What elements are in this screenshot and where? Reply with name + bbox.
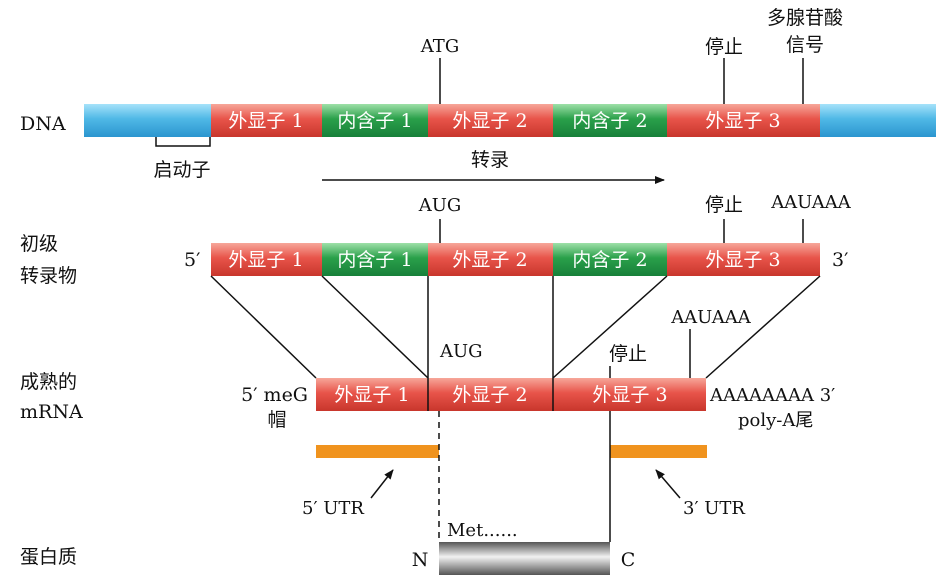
mature-cap-label-1: 5′ meG [241,384,308,406]
splice-line [552,275,668,379]
dna-segment-label: 外显子 3 [705,110,780,132]
utr-3-label: 3′ UTR [683,498,745,519]
row-label-primary-2: 转录物 [20,265,77,287]
dna-flank-right [820,104,936,137]
dna-exon-3 [667,104,820,137]
dna-exon-2 [428,104,553,137]
primary-exon-3 [667,243,820,276]
dna-intron-1 [322,104,428,137]
protein-n-terminus: N [412,549,429,571]
splicing-lines [210,275,821,379]
mature-segment-label: 外显子 2 [452,384,527,406]
mature-signal-label: AAUAAA [670,307,752,328]
utr-3-bar [610,445,707,458]
utr-5-bar [316,445,439,458]
dna-start-label: ATG [420,36,459,57]
dna-bar: 外显子 1 内含子 1 外显子 2 内含子 2 外显子 3 [84,104,936,137]
dna-polya-signal-label-2: 信号 [786,34,824,56]
dna-stop-label: 停止 [705,36,743,58]
promoter-label: 启动子 [153,159,210,181]
primary-signal-label: AAUAAA [770,192,852,213]
splice-line [210,275,317,379]
dna-segment-label: 外显子 2 [452,110,527,132]
mature-cap-label-2: 帽 [267,409,286,431]
dna-intron-2 [553,104,667,137]
utr-5-arrow [370,469,394,499]
primary-segment-label: 内含子 2 [572,249,647,271]
row-label-protein: 蛋白质 [20,546,77,568]
utr-3-arrow [655,469,681,499]
mature-stop-label: 停止 [609,343,647,365]
mature-segment-label: 外显子 1 [334,384,409,406]
dna-segment-label: 内含子 2 [572,110,647,132]
transcription-label: 转录 [471,149,509,171]
protein-c-terminus: C [621,549,636,571]
protein-bar [439,542,610,575]
primary-start-label: AUG [418,195,462,216]
primary-intron-1 [322,243,428,276]
poly-a-tail-sequence: AAAAAAAA 3′ [709,385,835,406]
poly-a-tail-label: poly-A尾 [738,410,813,431]
row-label-primary-1: 初级 [20,233,58,255]
mature-mrna-bar: 外显子 1 外显子 2 外显子 3 [316,378,706,411]
dna-segment-label: 内含子 1 [337,110,412,132]
utr-5-label: 5′ UTR [302,498,364,519]
row-label-mature-1: 成熟的 [20,371,77,393]
dna-segment-label: 外显子 1 [228,110,303,132]
dna-exon-1 [211,104,322,137]
primary-segment-label: 外显子 1 [228,249,303,271]
primary-intron-2 [553,243,667,276]
primary-stop-label: 停止 [705,194,743,216]
mature-exon-2 [428,378,553,411]
primary-five-prime: 5′ [184,249,200,271]
row-label-dna: DNA [20,113,66,135]
mature-exon-3 [553,378,706,411]
splice-line [705,275,821,379]
primary-exon-2 [428,243,553,276]
mature-start-label: AUG [439,341,483,362]
primary-exon-1 [211,243,322,276]
dna-flank-left [84,104,211,137]
mature-segment-label: 外显子 3 [592,384,667,406]
mature-exon-1 [316,378,428,411]
primary-segment-label: 外显子 3 [705,249,780,271]
dna-polya-signal-label-1: 多腺苷酸 [767,7,843,29]
promoter-bracket [155,137,211,147]
protein-met-label: Met...... [447,520,518,541]
row-label-mature-2: mRNA [20,401,83,423]
primary-transcript-bar: 外显子 1 内含子 1 外显子 2 内含子 2 外显子 3 [211,243,820,276]
primary-segment-label: 外显子 2 [452,249,527,271]
primary-three-prime: 3′ [832,249,848,271]
splice-line [321,275,429,379]
primary-segment-label: 内含子 1 [337,249,412,271]
